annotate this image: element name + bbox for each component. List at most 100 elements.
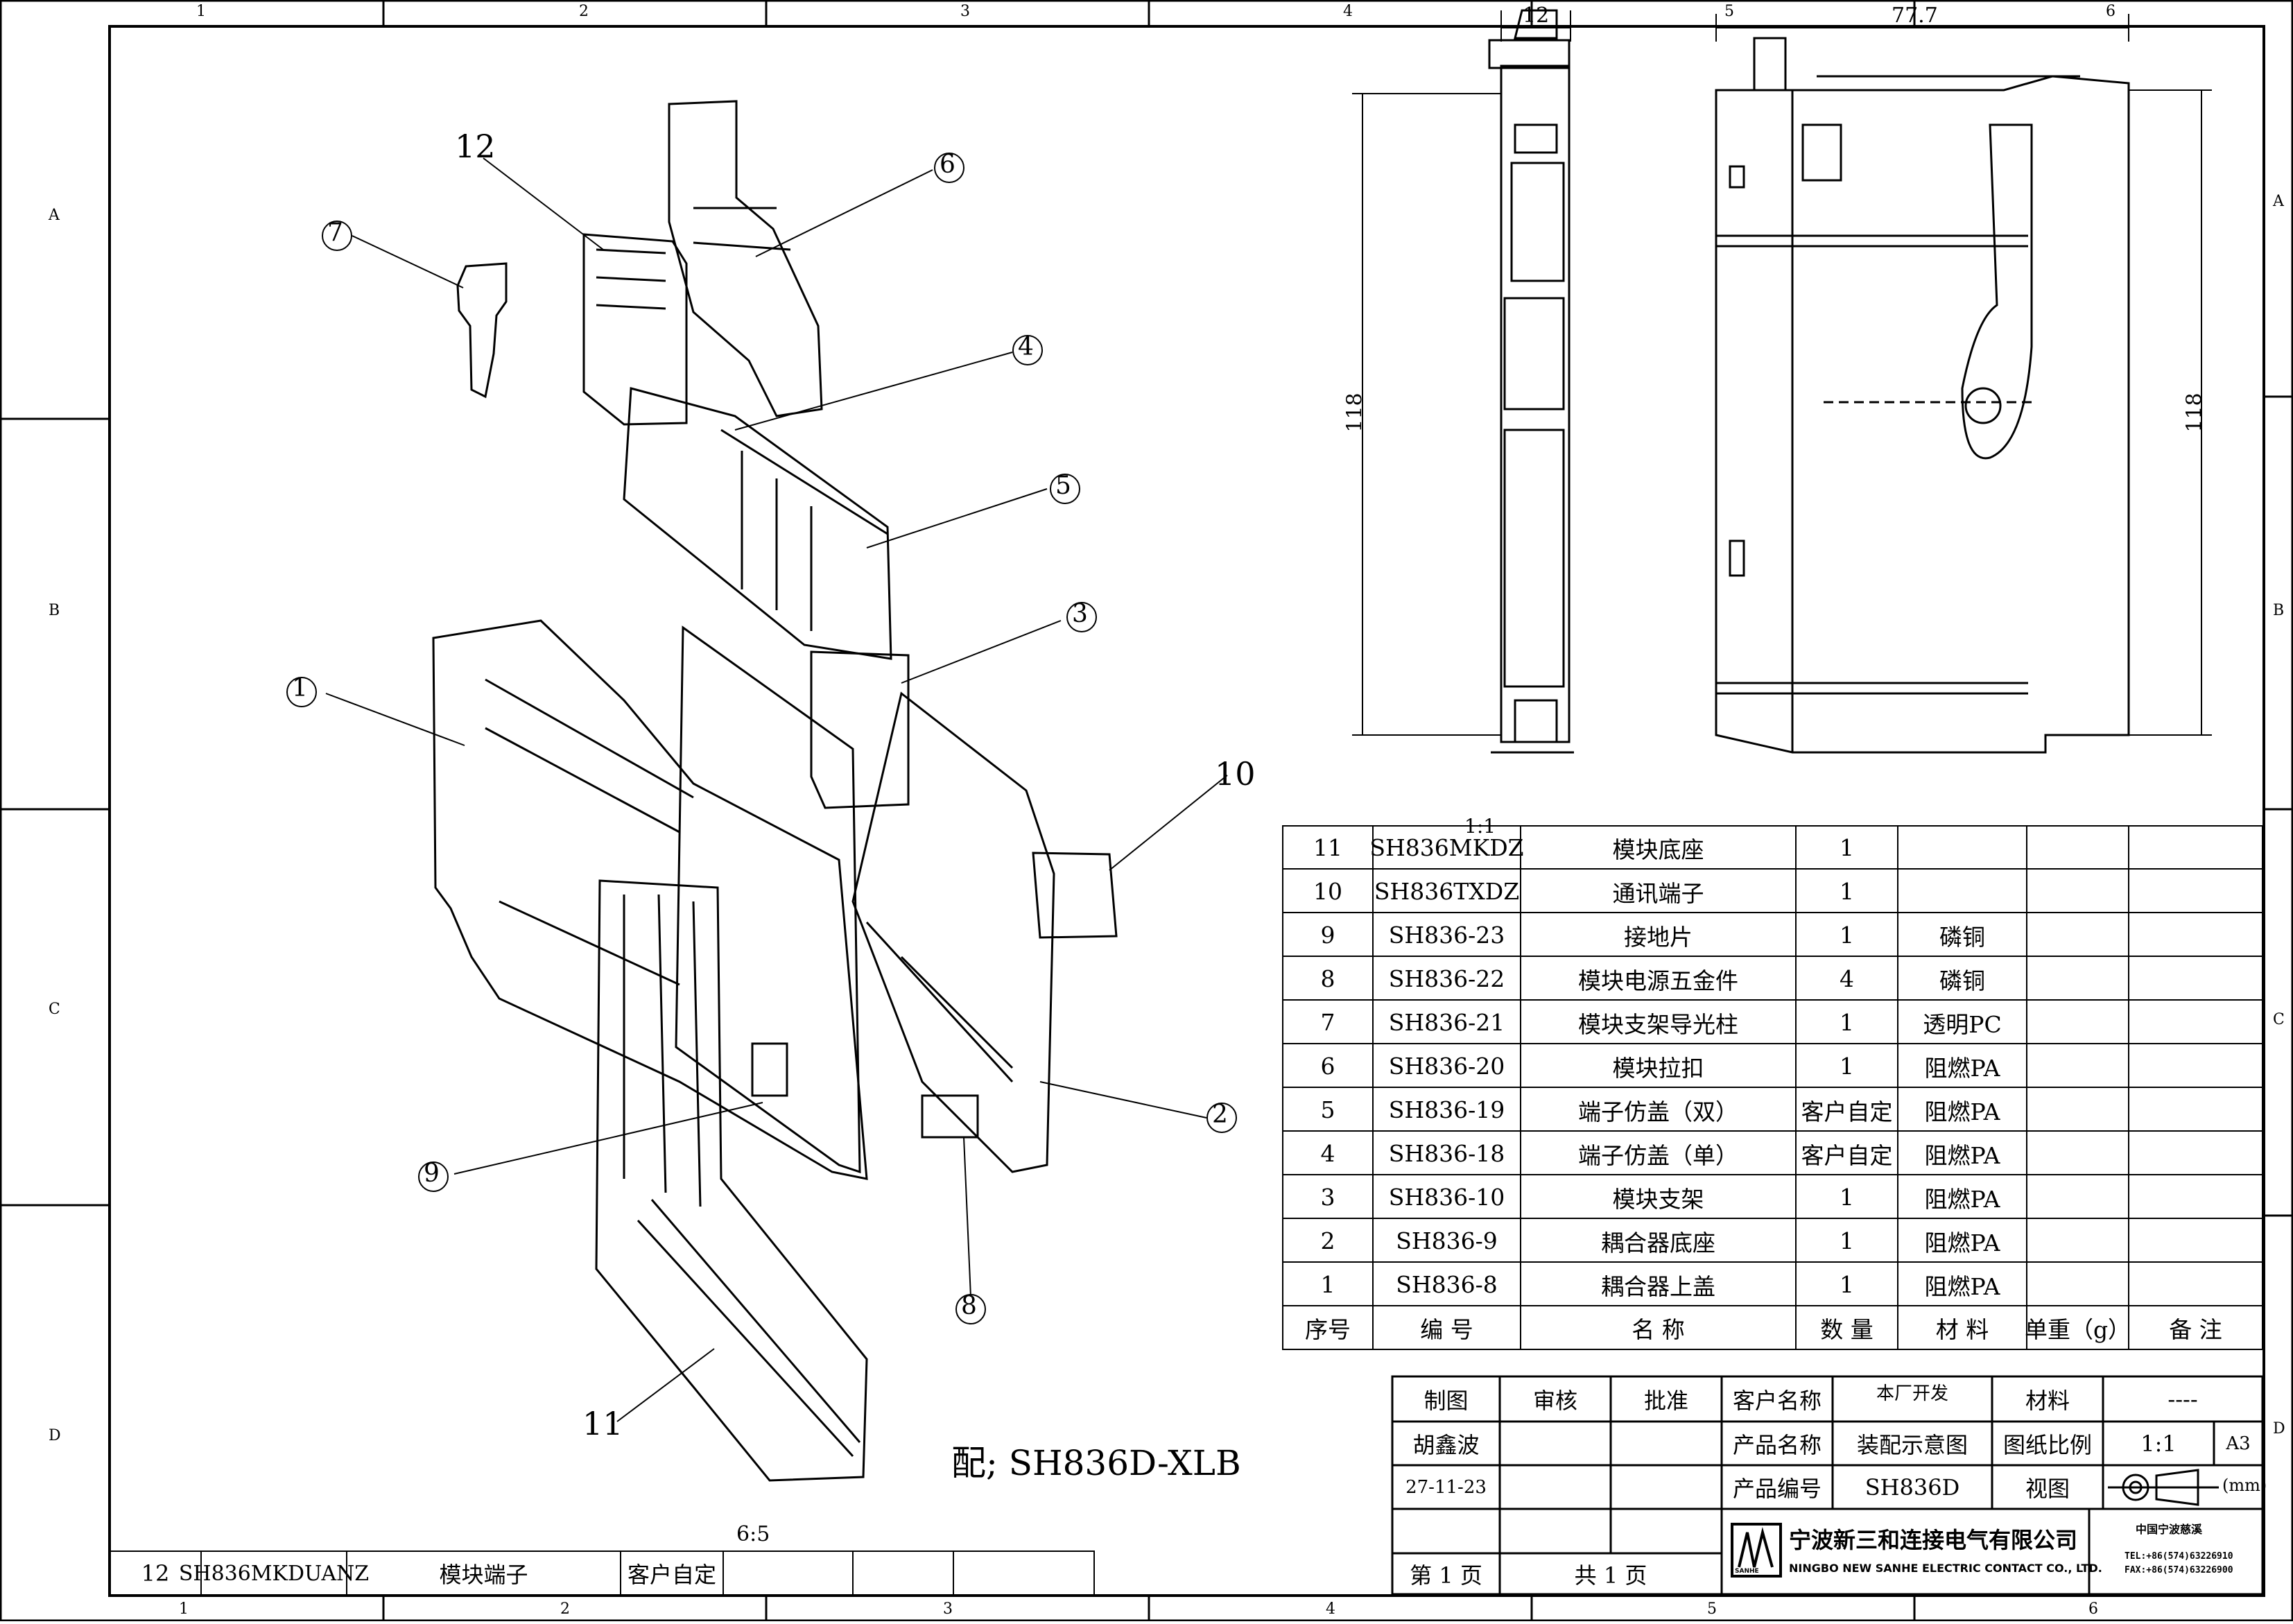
- bom-cell-material: 阻燃PA: [1924, 1054, 2000, 1082]
- bom-cell-name: 模块支架: [1612, 1185, 1704, 1213]
- callout-9: 9: [424, 1159, 440, 1188]
- tb-approve-label: 批准: [1643, 1387, 1688, 1414]
- zone-col-6: 6: [2106, 3, 2115, 20]
- bom-cell-qty: 4: [1840, 965, 1854, 992]
- callout-11: 11: [582, 1405, 623, 1442]
- bom-cell-qty: 1: [1840, 1184, 1854, 1211]
- bom-cell-weight: [2027, 1219, 2129, 1263]
- callout-5: 5: [1055, 472, 1071, 500]
- bom-cell-no: 1: [1320, 1271, 1335, 1298]
- bom-cell-no: 9: [1320, 922, 1335, 949]
- dim-lines-side: [1715, 14, 2212, 736]
- bom-cell-qty: 1: [1840, 922, 1854, 949]
- bom-cell-qty: 1: [1840, 1009, 1854, 1036]
- tb-company-cn: 宁波新三和连接电气有限公司: [1789, 1527, 2078, 1553]
- bom-cell-name: 模块拉扣: [1612, 1054, 1704, 1082]
- assembly-note: 配; SH836D-XLB: [951, 1443, 1241, 1483]
- bom-cell-code: SH836-22: [1388, 965, 1505, 992]
- bom-cell-weight: [2027, 1175, 2129, 1219]
- part-12-terminal: [582, 233, 688, 426]
- zone-col-1: 1: [196, 3, 206, 20]
- zone-col-2: 2: [579, 3, 589, 20]
- bom-cell-no: 2: [1320, 1227, 1335, 1254]
- tb-page-label: 第 1 页: [1410, 1562, 1482, 1589]
- bom-cell-code: SH836-20: [1388, 1053, 1505, 1080]
- tb-drawn-by: 胡鑫波: [1412, 1431, 1480, 1458]
- tb-fax: FAX:+86(574)63226900: [2125, 1565, 2233, 1575]
- tb-company-en: NINGBO NEW SANHE ELECTRIC CONTACT CO., L…: [1789, 1562, 2102, 1575]
- bom-cell-weight: [2027, 826, 2129, 870]
- bom-cell-material: [1898, 870, 2027, 913]
- bom-cell-name: 模块电源五金件: [1578, 967, 1738, 994]
- zone-col-2-bottom: 2: [560, 1600, 570, 1618]
- part-7-light-guide: [456, 262, 508, 399]
- bom-cell-code: SH836-8: [1396, 1271, 1498, 1298]
- bom-cell-name: 接地片: [1624, 923, 1693, 951]
- dim-height-right: 118: [2182, 392, 2207, 433]
- tb-product-no-value: SH836D: [1864, 1474, 1960, 1501]
- tb-size-value: A3: [2226, 1433, 2251, 1454]
- bom-header-qty: 数 量: [1820, 1315, 1874, 1343]
- bom-cell-weight: [2027, 957, 2129, 1001]
- bom-cell-name: 模块底座: [1612, 836, 1704, 863]
- side-view: [1715, 37, 2130, 754]
- leader-lines: [325, 157, 1228, 1422]
- dim-width-large: 77.7: [1892, 3, 1938, 28]
- bom-cell-no: 6: [1320, 1053, 1335, 1080]
- bom-header-weight: 单重（g）: [2024, 1315, 2131, 1343]
- extra-row-code: SH836MKDUANZ: [178, 1561, 370, 1586]
- bom-cell-name: 通讯端子: [1612, 879, 1704, 907]
- tb-scale-label: 图纸比例: [2002, 1431, 2092, 1458]
- bom-cell-name: 耦合器上盖: [1601, 1272, 1715, 1300]
- tb-scale-value: 1:1: [2140, 1430, 2177, 1457]
- callout-10: 10: [1215, 755, 1256, 793]
- bom-cell-no: 4: [1320, 1140, 1335, 1167]
- extra-row-qty: 客户自定: [627, 1562, 716, 1588]
- dim-lines-front: [1352, 10, 1571, 736]
- bom-cell-no: 7: [1320, 1009, 1335, 1036]
- bom-cell-code: SH836MKDZ: [1369, 834, 1524, 861]
- bom-cell-material: 阻燃PA: [1924, 1185, 2000, 1213]
- callout-12: 12: [455, 128, 496, 165]
- logo-mark: [1738, 1527, 1774, 1568]
- bom-cell-code: SH836TXDZ: [1374, 878, 1520, 905]
- bom-cell-material: 透明PC: [1923, 1010, 2002, 1038]
- bom-cell-note: [2129, 1175, 2262, 1219]
- zone-row-c: C: [49, 1001, 60, 1018]
- bom-cell-weight: [2027, 1088, 2129, 1132]
- tb-check-label: 审核: [1532, 1387, 1577, 1414]
- bom-header-material: 材 料: [1935, 1315, 1989, 1343]
- bom-cell-code: SH836-10: [1388, 1184, 1505, 1211]
- logo-text: SANHE: [1735, 1568, 1759, 1575]
- tb-product-no-label: 产品编号: [1732, 1475, 1822, 1502]
- zone-col-1-bottom: 1: [179, 1600, 189, 1618]
- zone-col-5: 5: [1724, 3, 1734, 20]
- zone-row-c-right: C: [2273, 1011, 2285, 1028]
- part-10-comm-terminal: [1032, 852, 1118, 939]
- tb-material-label: 材料: [2025, 1387, 2070, 1414]
- tb-view-label: 视图: [2025, 1475, 2070, 1502]
- bom-cell-qty: 1: [1840, 878, 1854, 905]
- tb-total-label: 共 1 页: [1574, 1562, 1647, 1589]
- bom-header-note: 备 注: [2169, 1315, 2222, 1343]
- company-logo: [1731, 1523, 1782, 1578]
- part-2-coupler-base: [851, 691, 1055, 1173]
- tb-customer-value: 本厂开发: [1876, 1383, 1948, 1404]
- bom-cell-weight: [2027, 1001, 2129, 1044]
- callout-6: 6: [940, 150, 955, 179]
- bom-cell-weight: [2027, 1044, 2129, 1088]
- zone-row-b-right: B: [2273, 602, 2285, 619]
- bom-cell-code: SH836-21: [1388, 1009, 1505, 1036]
- zone-col-4-bottom: 4: [1326, 1600, 1335, 1618]
- callout-8: 8: [961, 1292, 977, 1320]
- bom-cell-name: 端子仿盖（双）: [1578, 1098, 1738, 1125]
- bom-cell-no: 11: [1313, 834, 1342, 861]
- bom-cell-no: 3: [1320, 1184, 1335, 1211]
- part-3-bracket: [810, 650, 910, 809]
- bom-cell-name: 端子仿盖（单）: [1578, 1141, 1738, 1169]
- exploded-scale: 6:5: [736, 1522, 770, 1546]
